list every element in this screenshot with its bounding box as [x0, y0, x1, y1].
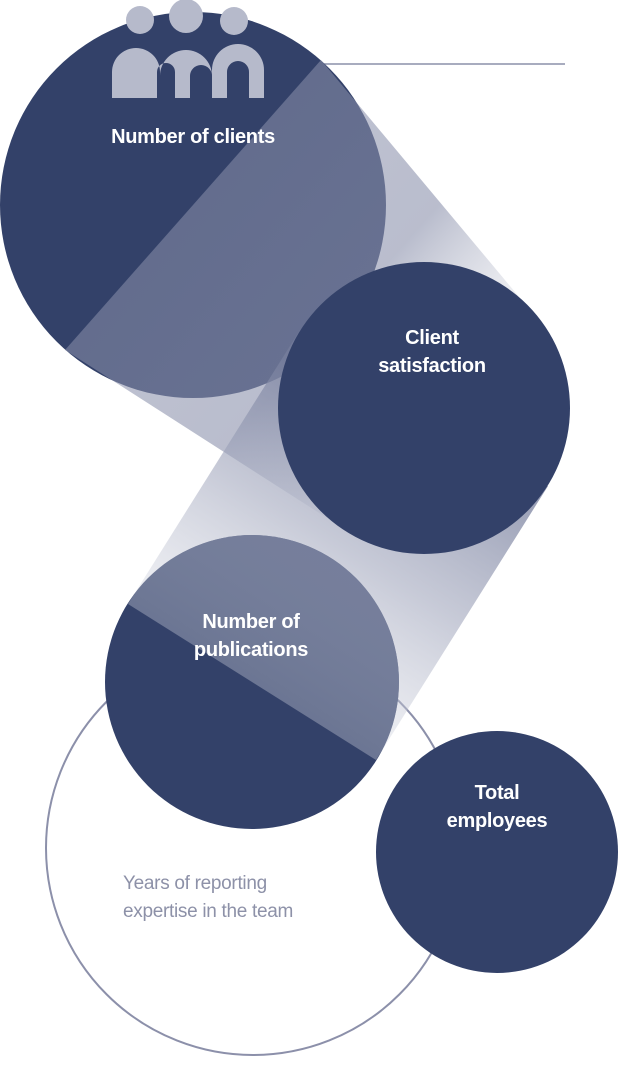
satisfaction-label-line1: Client: [405, 327, 459, 349]
people-group-icon: [112, 0, 264, 98]
employees-label-line2: employees: [446, 810, 548, 832]
satisfaction-circle: [278, 262, 570, 554]
publications-label-line2: publications: [193, 639, 309, 661]
employees-label-line1: Total: [474, 782, 520, 804]
expertise-label-line1: Years of reporting: [123, 873, 267, 894]
employees-circle: [376, 731, 618, 973]
clients-label: Number of clients: [111, 126, 275, 148]
expertise-label-line2: expertise in the team: [123, 901, 294, 922]
publications-label-line1: Number of: [202, 611, 300, 633]
satisfaction-label-line2: satisfaction: [378, 355, 486, 377]
